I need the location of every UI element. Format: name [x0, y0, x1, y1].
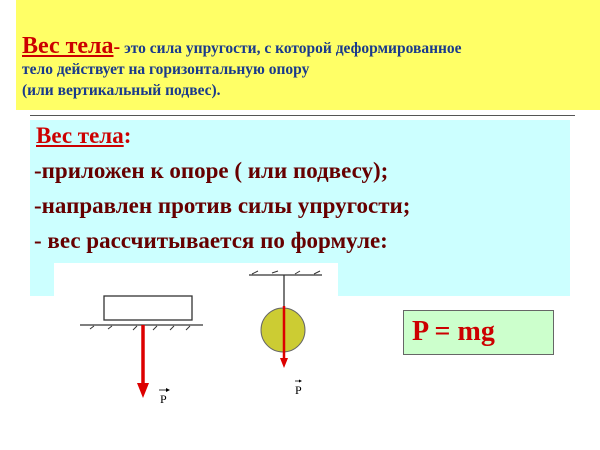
definition-dash: - [113, 36, 121, 58]
formula-text: P = mg [412, 316, 495, 347]
weight-label-support: P [160, 392, 167, 406]
definition-line-2: тело действует на горизонтальную опору [22, 61, 310, 78]
diagram-area [54, 263, 338, 303]
divider-line [30, 115, 575, 116]
definition-line-1: это сила упругости, с которой деформиров… [120, 40, 462, 57]
definition-term: Вес тела [22, 33, 114, 59]
definition-box [16, 0, 600, 110]
properties-title-colon: : [123, 123, 132, 148]
ground-hatching [89, 325, 191, 331]
property-item-2: -направлен против силы упругости; [34, 193, 411, 218]
definition-line-3: (или вертикальный подвес). [22, 82, 221, 99]
properties-title-term: Вес тела [36, 123, 124, 148]
suspension-diagram [249, 270, 322, 383]
weight-arrow-head [137, 383, 149, 398]
properties-title: Вес тела: [36, 123, 131, 149]
property-item-1: -приложен к опоре ( или подвесу); [34, 158, 389, 183]
property-item-3: - вес рассчитывается по формуле: [34, 228, 388, 253]
weight-label-suspension: P [295, 383, 302, 397]
support-diagram [80, 295, 203, 398]
weight-arrow-head-2 [280, 358, 288, 368]
body-rectangle [103, 295, 193, 321]
formula-box: P = mg [403, 310, 554, 355]
ceiling-hatching [251, 270, 321, 275]
definition-text: Вес тела- это сила упругости, с которой … [22, 33, 592, 101]
